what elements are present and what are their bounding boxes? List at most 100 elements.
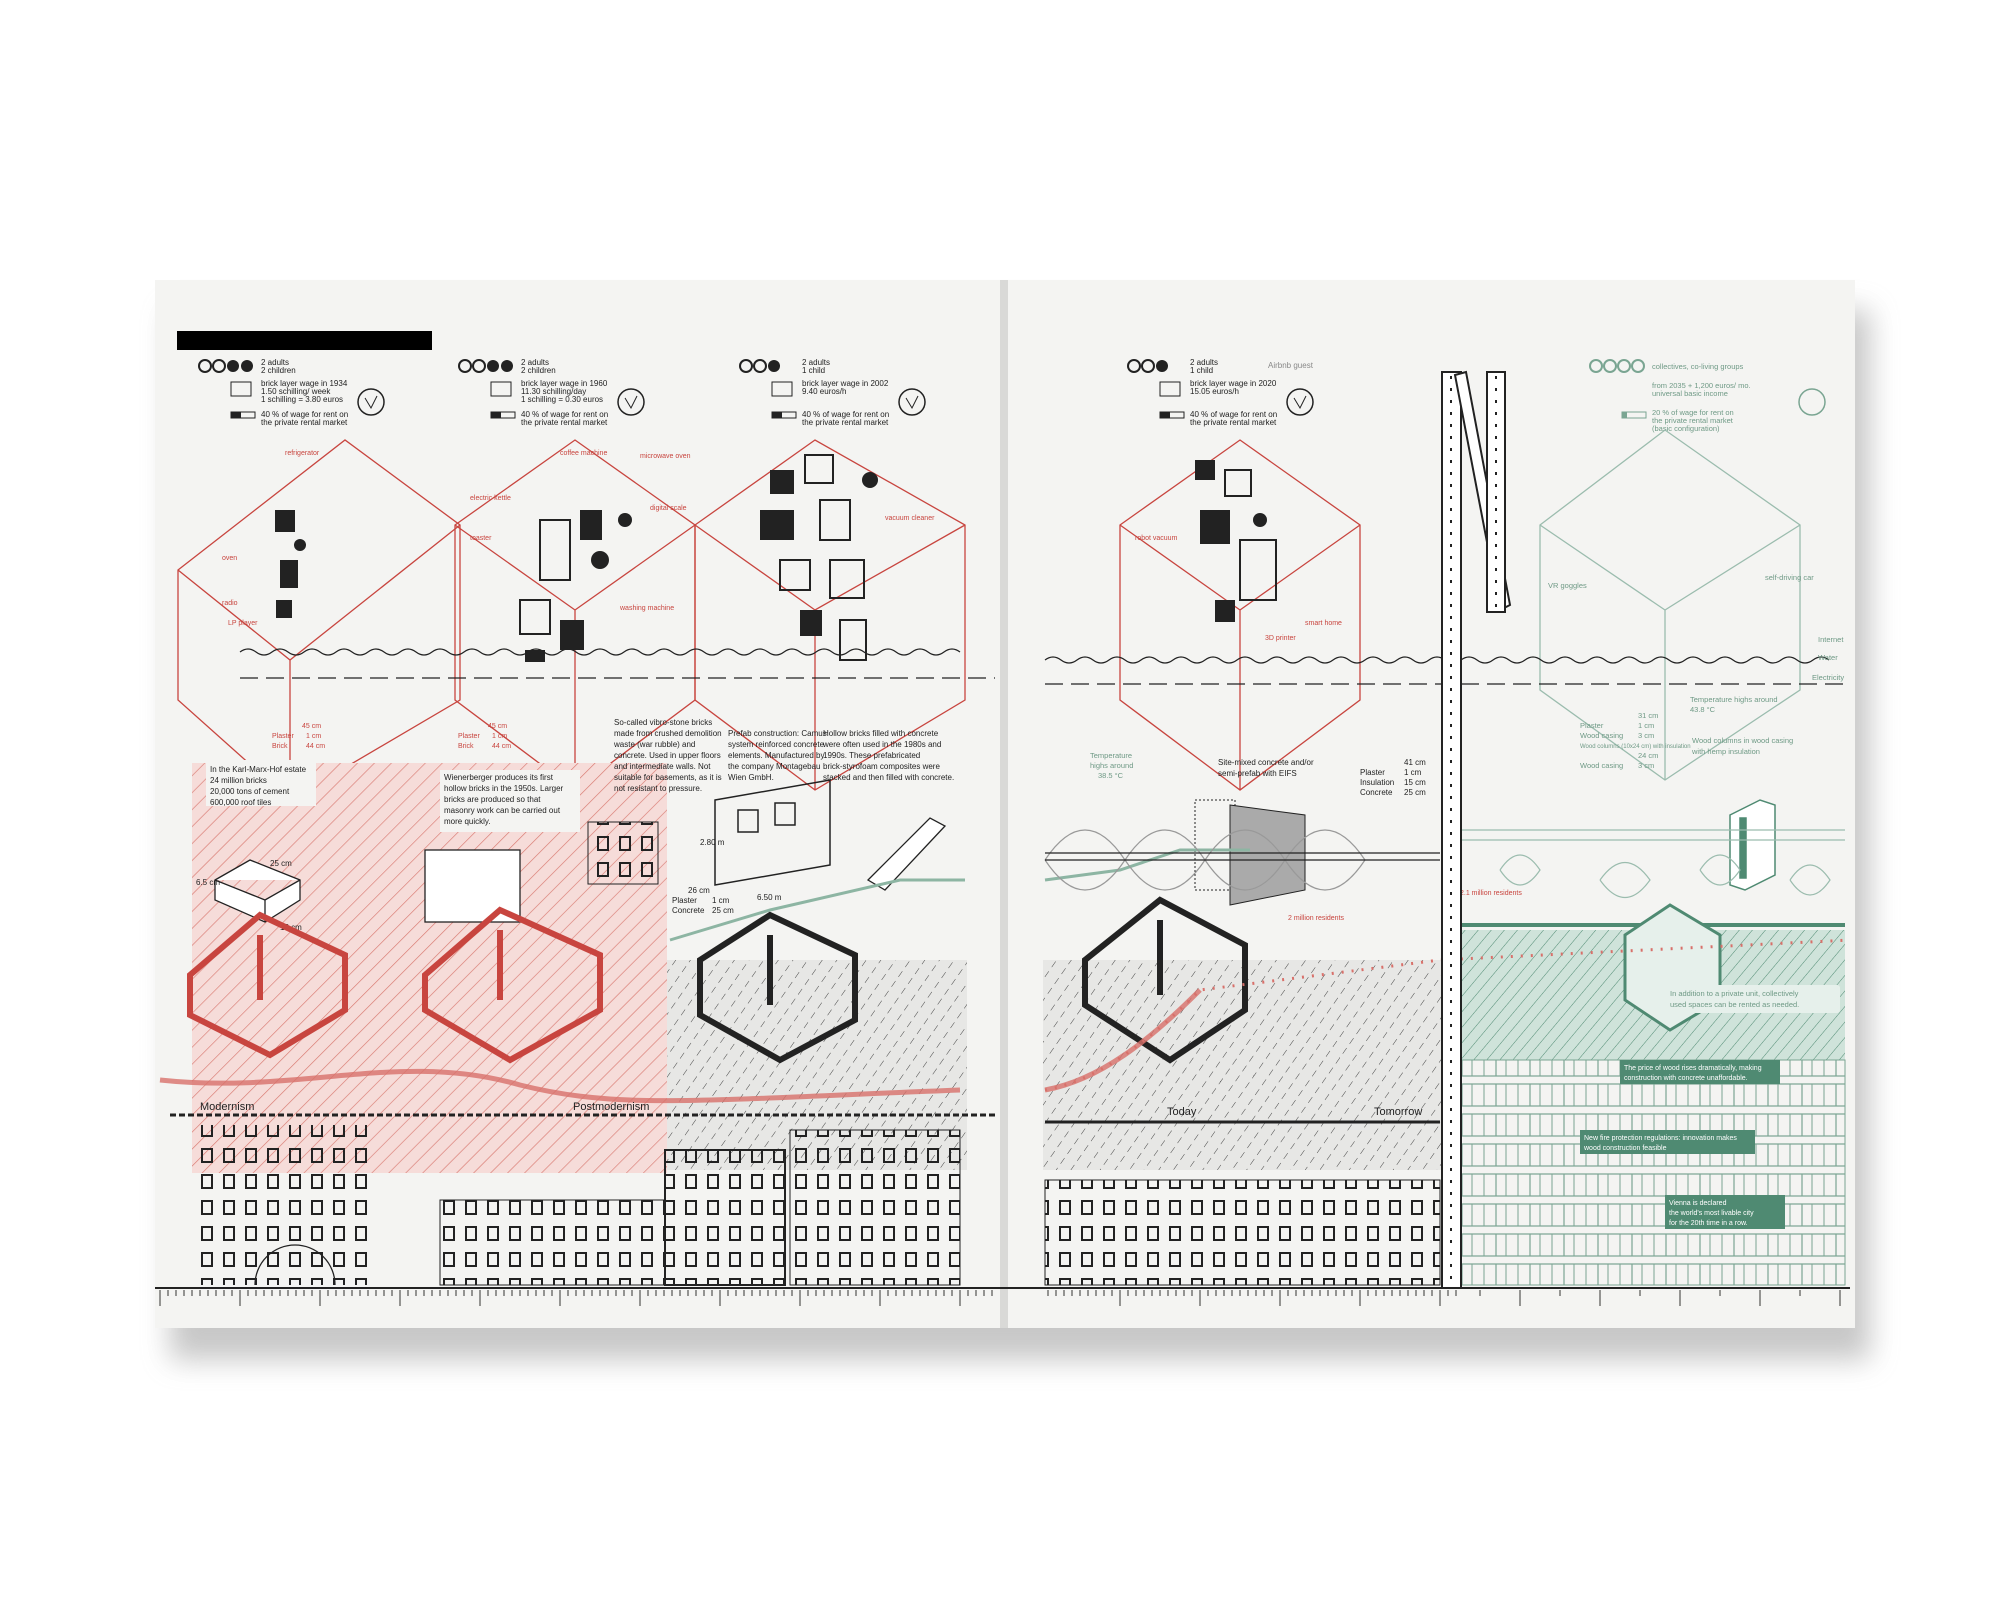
building-tomorrow: [1459, 1059, 1846, 1286]
measuring-tape: [1441, 370, 1512, 1289]
svg-text:Concrete: Concrete: [1360, 788, 1393, 797]
apartment-plans-black: [697, 896, 1248, 1064]
household-legend-2035: collectives, co-living groups from 2035 …: [1589, 359, 1826, 433]
fence-arcs: [1044, 829, 1440, 891]
svg-text:for the 20th time in a row.: for the 20th time in a row.: [1669, 1220, 1748, 1227]
svg-text:44 cm: 44 cm: [492, 743, 511, 750]
svg-text:LP player: LP player: [228, 620, 258, 627]
rent-line: 40 % of wage for rent on: [261, 410, 348, 419]
redacted-title-bar: [177, 331, 432, 350]
book-gutter: [1000, 280, 1008, 1328]
svg-text:Plaster: Plaster: [1580, 721, 1604, 730]
svg-text:vacuum cleaner: vacuum cleaner: [885, 515, 935, 522]
svg-text:Hollow bricks filled with conc: Hollow bricks filled with concrete: [823, 729, 939, 738]
children-label: 2 children: [261, 366, 296, 375]
appliance-labels: oven refrigerator radio LP player electr…: [222, 450, 1814, 642]
people-label: 2 adults: [521, 358, 549, 367]
svg-text:Wood columns in wood casing: Wood columns in wood casing: [1692, 736, 1793, 745]
household-legend-2002: 2 adults 1 child brick layer wage in 200…: [739, 358, 926, 427]
dimension-label: 25 cm: [270, 859, 292, 868]
svg-text:washing machine: washing machine: [619, 605, 674, 612]
rent-line: the private rental market: [1652, 416, 1734, 425]
svg-text:25 cm: 25 cm: [712, 906, 734, 915]
svg-text:oven: oven: [222, 555, 237, 562]
svg-text:masonry work can be carried ou: masonry work can be carried out: [444, 806, 561, 815]
hollow-brick-drawing: [424, 849, 521, 923]
svg-text:1 cm: 1 cm: [712, 896, 730, 905]
timeline-label-postmodernism: Postmodernism: [573, 1101, 649, 1113]
svg-text:Plaster: Plaster: [672, 896, 697, 905]
svg-text:24 cm: 24 cm: [1638, 751, 1658, 760]
household-legend-1934: 2 adults 2 children brick layer wage in …: [198, 358, 385, 427]
svg-text:Wood casing: Wood casing: [1580, 761, 1623, 770]
wage-line: from 2035 + 1,200 euros/ mo.: [1652, 381, 1751, 390]
svg-text:45 cm: 45 cm: [488, 723, 507, 730]
wage-line: 1.50 schilling/ week: [261, 387, 331, 396]
svg-text:robot vacuum: robot vacuum: [1135, 535, 1178, 542]
wage-line: universal basic income: [1652, 389, 1728, 398]
people-label: 2 adults: [802, 358, 830, 367]
wage-line: 15.05 euros/h: [1190, 387, 1239, 396]
text-karl-marx-hof: In the Karl-Marx-Hof estate 24 million b…: [206, 760, 316, 807]
svg-text:45 cm: 45 cm: [302, 723, 321, 730]
prefab-panel-drawing: [714, 779, 831, 886]
svg-text:Plaster: Plaster: [272, 733, 294, 740]
people-label: collectives, co-living groups: [1652, 362, 1744, 371]
dimension-label: 6.5 cm: [196, 878, 220, 887]
svg-text:Site-mixed concrete and/or: Site-mixed concrete and/or: [1218, 758, 1314, 767]
timeline: Modernism Postmodernism Today Tomorrow: [170, 1101, 1440, 1124]
svg-text:41 cm: 41 cm: [1404, 758, 1426, 767]
svg-text:the world's most livable city: the world's most livable city: [1669, 1210, 1754, 1217]
rent-line: (basic configuration): [1652, 424, 1720, 433]
people-icon: [1589, 359, 1645, 373]
svg-text:coffee machine: coffee machine: [560, 450, 607, 457]
apartment-plan-2020: [1082, 896, 1248, 1064]
people-icon: [739, 359, 780, 373]
text-prefab: Prefab construction: Camus system reinfo…: [728, 729, 827, 782]
vegetation-band: [1460, 829, 1845, 898]
svg-text:electric kettle: electric kettle: [470, 495, 511, 502]
svg-text:38.5 °C: 38.5 °C: [1098, 771, 1124, 780]
svg-text:bricks are produced so that: bricks are produced so that: [444, 795, 541, 804]
text-wood-columns: Wood columns in wood casing with hemp in…: [1691, 736, 1793, 756]
svg-text:not resistant to pressure.: not resistant to pressure.: [614, 784, 702, 793]
rent-line: the private rental market: [1190, 418, 1277, 427]
svg-text:were often used in the 1980s a: were often used in the 1980s and: [822, 740, 941, 749]
text-wienerberger: Wienerberger produces its first hollow b…: [440, 770, 580, 832]
svg-text:600,000 roof tiles: 600,000 roof tiles: [210, 798, 271, 807]
people-icon: [458, 359, 513, 373]
household-legend-2020: 2 adults 1 child Airbnb guest brick laye…: [1127, 358, 1314, 427]
building-karl-marx-hof: [195, 1125, 370, 1285]
svg-text:1990s. These prefabricated: 1990s. These prefabricated: [823, 751, 920, 760]
household-legend-1960: 2 adults 2 children brick layer wage in …: [458, 358, 645, 427]
svg-text:Prefab construction: Camus: Prefab construction: Camus: [728, 729, 827, 738]
wage-line: 1 schilling = 3.80 euros: [261, 395, 343, 404]
wage-line: brick layer wage in 1960: [521, 379, 608, 388]
apartment-plan-1960: [422, 906, 603, 1064]
collective-spaces-note-bg: [1665, 985, 1840, 1013]
svg-text:self-driving car: self-driving car: [1765, 573, 1814, 582]
svg-text:The price of wood rises dramat: The price of wood rises dramatically, ma…: [1624, 1065, 1762, 1072]
svg-text:the company Montagebau: the company Montagebau: [728, 762, 821, 771]
dimension-label: 2.80 m: [700, 838, 725, 847]
svg-text:concrete. Used in upper floors: concrete. Used in upper floors: [614, 751, 721, 760]
ruler-ticks: [159, 1290, 1841, 1306]
band-label: Water: [1818, 653, 1838, 662]
svg-text:3 cm: 3 cm: [1638, 731, 1654, 740]
clock-icon: [357, 388, 385, 416]
population-label: 2 million residents: [1288, 915, 1345, 922]
svg-text:refrigerator: refrigerator: [285, 450, 320, 457]
text-temperature-today: Temperature highs around 38.5 °C: [1090, 751, 1133, 780]
wage-line: 11.30 schilling/day: [521, 387, 586, 396]
svg-text:3 cm: 3 cm: [1638, 761, 1654, 770]
appliance-box-2020: [1119, 439, 1361, 791]
svg-text:Wood columns (10x24 cm) with i: Wood columns (10x24 cm) with insulation: [1580, 744, 1691, 750]
band-label: Electricity: [1812, 673, 1844, 682]
svg-text:3D printer: 3D printer: [1265, 635, 1296, 642]
svg-text:Wood casing: Wood casing: [1580, 731, 1623, 740]
svg-text:made from crushed demolition: made from crushed demolition: [614, 729, 722, 738]
rent-line: 40 % of wage for rent on: [1190, 410, 1277, 419]
svg-text:New fire protection regulation: New fire protection regulations: innovat…: [1584, 1135, 1737, 1142]
